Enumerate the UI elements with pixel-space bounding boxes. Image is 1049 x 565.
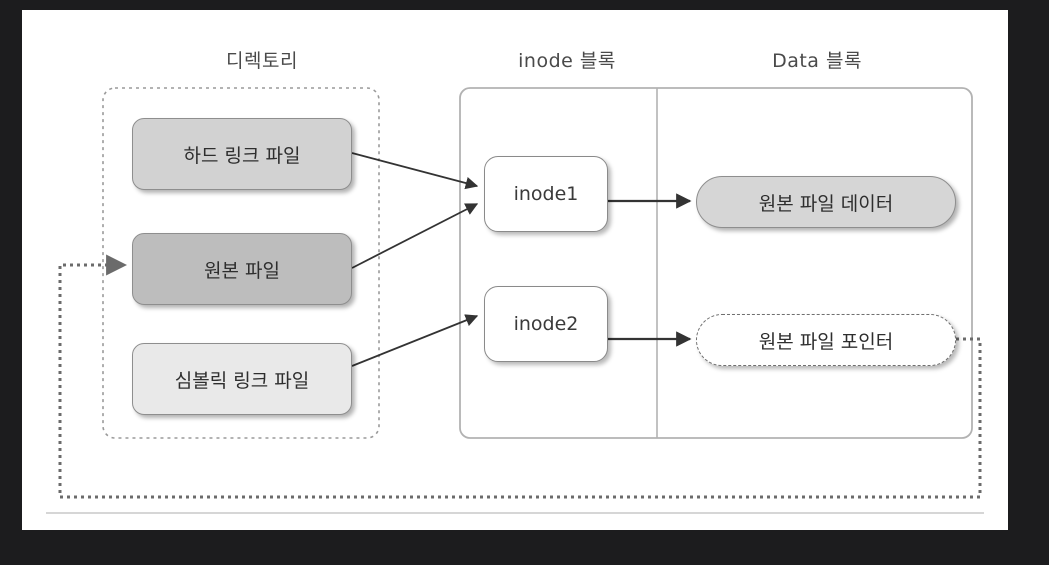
- node-inode1[interactable]: inode1: [484, 156, 608, 232]
- column-title-data-block: Data 블록: [772, 50, 862, 72]
- node-original-file-data[interactable]: 원본 파일 데이터: [696, 176, 956, 228]
- blocks-container: [459, 87, 973, 439]
- node-inode2[interactable]: inode2: [484, 286, 608, 362]
- directory-container: [102, 87, 380, 439]
- diagram-card: 디렉토리 inode 블록 Data 블록 하드 링크 파일 원본 파일 심볼릭…: [22, 10, 1008, 530]
- arrow-originalfile-to-inode1: [351, 203, 479, 269]
- node-hard-link-file[interactable]: 하드 링크 파일: [132, 118, 352, 190]
- node-symbolic-link-file[interactable]: 심볼릭 링크 파일: [132, 343, 352, 415]
- arrow-hardlink-to-inode1: [351, 152, 479, 190]
- diagram-stage: 디렉토리 inode 블록 Data 블록 하드 링크 파일 원본 파일 심볼릭…: [22, 10, 1008, 530]
- arrow-symlink-to-inode2: [351, 314, 479, 367]
- node-original-file[interactable]: 원본 파일: [132, 233, 352, 305]
- column-title-inode-block: inode 블록: [518, 50, 616, 72]
- column-title-directory: 디렉토리: [226, 50, 298, 72]
- dotted-pointer-feedback-path: [58, 254, 982, 499]
- node-original-file-pointer[interactable]: 원본 파일 포인터: [696, 314, 956, 366]
- diagram-connectors: [46, 87, 984, 514]
